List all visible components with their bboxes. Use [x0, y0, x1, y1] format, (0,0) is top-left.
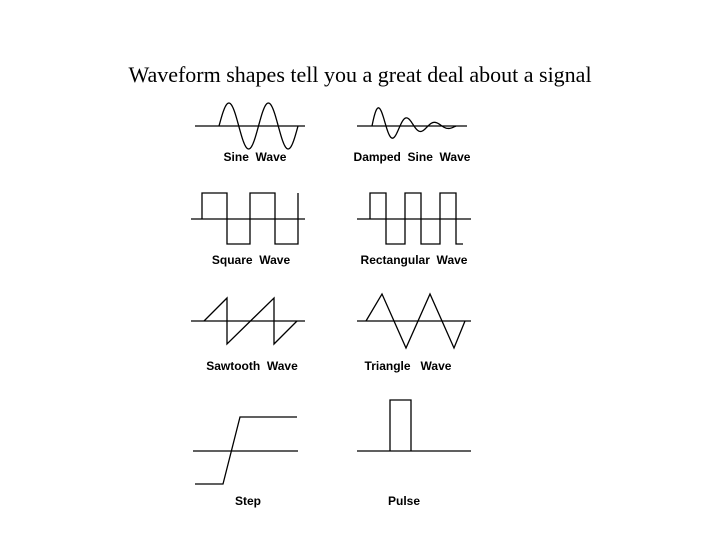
square-wave-label: Square Wave: [211, 253, 291, 267]
rectangular-wave-drawing: [357, 192, 471, 245]
triangle-wave-line: [365, 292, 466, 350]
damped-sine-wave-label: Damped Sine Wave: [353, 150, 471, 164]
rectangular-wave-line: [369, 192, 463, 245]
triangle-wave-drawing: [357, 292, 471, 350]
sine-wave-drawing: [195, 102, 305, 150]
sine-wave-curve: [218, 102, 299, 150]
sawtooth-wave-drawing: [191, 296, 305, 346]
step-drawing: [193, 416, 298, 485]
slide-title: Waveform shapes tell you a great deal ab…: [128, 62, 592, 87]
square-wave-drawing: [191, 192, 305, 245]
damped-sine-wave-curve: [371, 107, 457, 139]
sawtooth-wave-line: [203, 296, 298, 346]
sawtooth-wave-label: Sawtooth Wave: [206, 359, 298, 373]
pulse-label: Pulse: [387, 494, 421, 508]
step-line: [195, 416, 297, 485]
sine-wave-label: Sine Wave: [223, 150, 287, 164]
pulse-drawing: [357, 399, 471, 452]
rectangular-wave-label: Rectangular Wave: [360, 253, 468, 267]
step-label: Step: [234, 494, 262, 508]
triangle-wave-label: Triangle Wave: [364, 359, 452, 373]
square-wave-line: [201, 192, 299, 245]
damped-sine-wave-drawing: [357, 107, 467, 139]
pulse-line: [389, 399, 412, 451]
